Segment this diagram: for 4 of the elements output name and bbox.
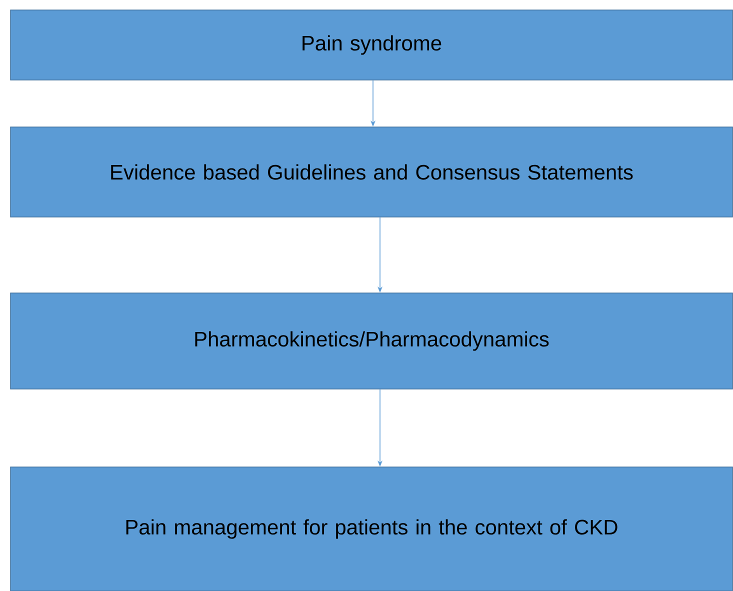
- process-box: Pharmacokinetics/Pharmacodynamics: [10, 292, 733, 390]
- process-box: Pain management for patients in the context of CKD: [10, 466, 733, 591]
- process-box: Pain syndrome: [10, 10, 733, 80]
- process-box: Evidence based Guidelines and Consensus Statements: [10, 126, 733, 218]
